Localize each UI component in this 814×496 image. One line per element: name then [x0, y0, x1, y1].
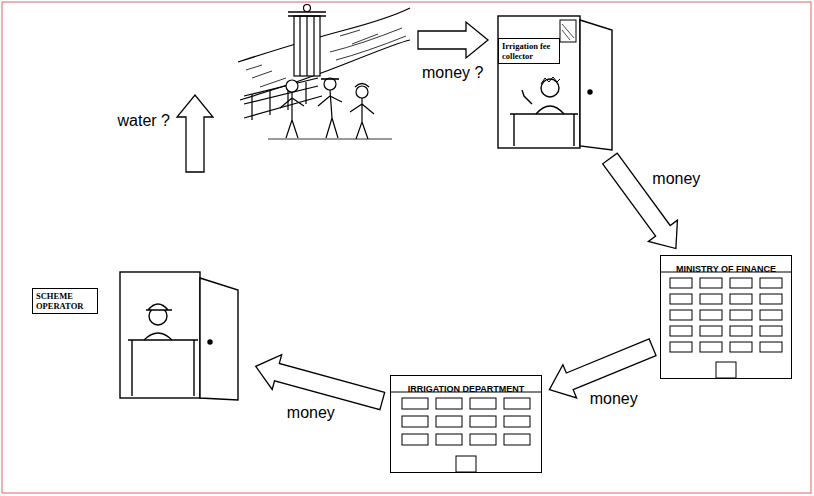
- window: [730, 326, 752, 336]
- farmer-body: [318, 90, 342, 138]
- window: [402, 434, 428, 445]
- label-anchor: money ?: [420, 64, 510, 82]
- window: [402, 398, 428, 409]
- window: [760, 278, 782, 288]
- counter: [510, 114, 578, 146]
- window: [436, 398, 462, 409]
- window: [760, 342, 782, 352]
- window: [670, 326, 692, 336]
- flow-arrow: [603, 153, 678, 248]
- window: [670, 310, 692, 320]
- irrigation-gate-illustration: [238, 5, 410, 140]
- window: [402, 416, 428, 427]
- canal-water: [330, 28, 406, 60]
- window: [700, 310, 722, 320]
- door-knob: [588, 90, 592, 94]
- collector-hand: [522, 90, 532, 104]
- gate-bars: [300, 16, 314, 76]
- door: [716, 362, 736, 378]
- window: [700, 326, 722, 336]
- window: [670, 294, 692, 304]
- label-anchor: water ?: [80, 112, 172, 130]
- farmer-hat: [321, 78, 339, 80]
- edge-label: money: [588, 390, 640, 408]
- booth-sign: Irrigation fee collector: [498, 38, 560, 64]
- flow-label: money ?: [420, 64, 485, 82]
- edge-label-anchor: money: [588, 390, 640, 408]
- department-building-drawing: [391, 392, 541, 472]
- window: [504, 398, 530, 409]
- window: [670, 278, 692, 288]
- building-name: IRRIGATION DEPARTMENT: [405, 383, 528, 396]
- window: [730, 342, 752, 352]
- booth-wall: [120, 272, 200, 398]
- window: [470, 416, 496, 427]
- farmer-head: [356, 86, 368, 98]
- ground-line: [268, 139, 392, 140]
- building-name: MINISTRY OF FINANCE: [673, 263, 779, 276]
- railing: [244, 78, 322, 118]
- window: [760, 294, 782, 304]
- window: [670, 342, 692, 352]
- ministry-building: MINISTRY OF FINANCE: [660, 255, 792, 379]
- farmer-cap: [355, 84, 369, 88]
- department-building: IRRIGATION DEPARTMENT: [390, 375, 542, 473]
- gate-wheel: [304, 5, 311, 12]
- door: [456, 456, 476, 472]
- window: [700, 278, 722, 288]
- farmer-body: [280, 92, 304, 138]
- window: [436, 434, 462, 445]
- flow-label: water ?: [116, 112, 172, 130]
- operator-body: [144, 333, 172, 340]
- booth-sign: SCHEME OPERATOR: [32, 288, 98, 314]
- flow-arrow: [256, 355, 385, 410]
- collector-body: [536, 106, 564, 114]
- edge-label: money: [650, 170, 702, 188]
- ministry-building-drawing: [661, 272, 791, 378]
- collector-hair: [541, 77, 560, 84]
- window-hatching: [562, 24, 574, 40]
- desk: [128, 340, 198, 396]
- money-question-arrow: [418, 22, 488, 58]
- window: [700, 342, 722, 352]
- flow-arrow: [549, 339, 656, 398]
- window: [700, 294, 722, 304]
- fee-collector-booth-drawing: [498, 16, 612, 150]
- farmer-body: [350, 98, 374, 139]
- farmer-head: [324, 78, 336, 90]
- booth-wall: [498, 16, 580, 148]
- gate-frame: [294, 16, 320, 76]
- operator-cap: [146, 304, 172, 310]
- open-door: [200, 278, 238, 400]
- booth-window: [560, 20, 576, 42]
- door-knob: [208, 340, 212, 344]
- window: [730, 310, 752, 320]
- window: [730, 294, 752, 304]
- scheme-operator-booth-drawing: [120, 272, 238, 400]
- open-door: [580, 20, 612, 150]
- scheme-operator-booth: SCHEME OPERATOR: [28, 266, 248, 402]
- window: [760, 310, 782, 320]
- window: [470, 434, 496, 445]
- farmer-head: [286, 80, 298, 92]
- flow-arrow: [177, 22, 488, 172]
- canal-bank: [238, 8, 410, 62]
- edge-label-anchor: money: [650, 170, 702, 188]
- window: [760, 326, 782, 336]
- water-question-arrow: [177, 95, 213, 172]
- edge-label-anchor: money: [285, 404, 337, 422]
- window: [470, 398, 496, 409]
- window: [730, 278, 752, 288]
- window: [504, 434, 530, 445]
- fee-collector-booth: Irrigation fee collector: [492, 12, 616, 152]
- window: [436, 416, 462, 427]
- edge-label: money: [285, 404, 337, 422]
- gate-beam: [288, 12, 326, 16]
- window: [504, 416, 530, 427]
